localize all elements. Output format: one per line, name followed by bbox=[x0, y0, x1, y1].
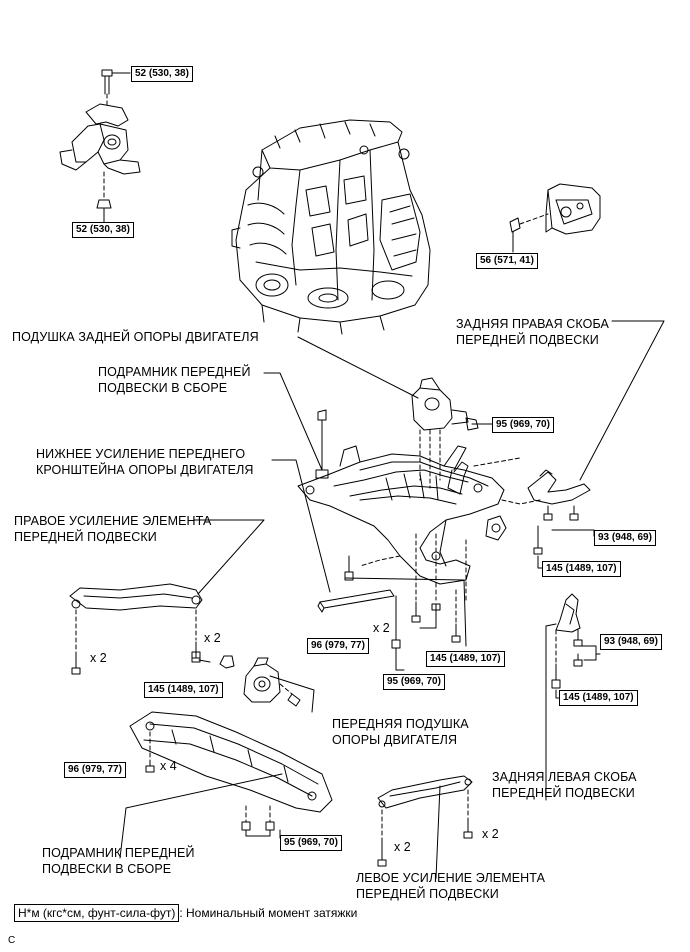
torque-box: 145 (1489, 107) bbox=[426, 651, 505, 667]
lower-subframe-drawing bbox=[129, 711, 333, 831]
quantity-label: x 4 bbox=[160, 759, 177, 773]
label-rear-engine-mount: ПОДУШКА ЗАДНЕЙ ОПОРЫ ДВИГАТЕЛЯ bbox=[12, 330, 259, 344]
label-front-engine-mount: ПЕРЕДНЯЯ ПОДУШКА ОПОРЫ ДВИГАТЕЛЯ bbox=[332, 717, 469, 747]
quantity-label: x 2 bbox=[394, 840, 411, 854]
quantity-label: x 2 bbox=[482, 827, 499, 841]
left-reinforcement-drawing bbox=[377, 775, 473, 867]
engine-assembly-drawing bbox=[231, 119, 431, 335]
rear-left-brace-drawing bbox=[551, 593, 583, 689]
leader-lines bbox=[119, 320, 665, 879]
lower-reinforcement-drawing bbox=[317, 589, 401, 649]
torque-box: 95 (969, 70) bbox=[280, 835, 342, 851]
legend-unit-box: Н*м (кгс*см, фунт-сила-фут) bbox=[14, 904, 180, 922]
label-rear-right-brace: ЗАДНЯЯ ПРАВАЯ СКОБА ПЕРЕДНЕЙ ПОДВЕСКИ bbox=[456, 317, 609, 347]
rear-mount-upper-assembly bbox=[59, 69, 141, 223]
torque-box: 95 (969, 70) bbox=[492, 417, 554, 433]
quantity-label: x 2 bbox=[90, 651, 107, 665]
torque-box: 96 (979, 77) bbox=[64, 762, 126, 778]
torque-box: 95 (969, 70) bbox=[383, 674, 445, 690]
label-left-reinforcement: ЛЕВОЕ УСИЛЕНИЕ ЭЛЕМЕНТА ПЕРЕДНЕЙ ПОДВЕСК… bbox=[356, 871, 546, 901]
subframe-main-drawing bbox=[297, 409, 541, 643]
corner-mark: C bbox=[8, 935, 16, 946]
front-engine-mount-drawing bbox=[191, 649, 301, 707]
rear-right-brace-drawing bbox=[527, 469, 591, 555]
upper-right-bracket-drawing bbox=[509, 183, 601, 253]
torque-box: 96 (979, 77) bbox=[307, 638, 369, 654]
legend-text: : Номинальный момент затяжки bbox=[179, 906, 358, 920]
label-rear-left-brace: ЗАДНЯЯ ЛЕВАЯ СКОБА ПЕРЕДНЕЙ ПОДВЕСКИ bbox=[492, 770, 637, 800]
torque-box: 145 (1489, 107) bbox=[144, 682, 223, 698]
label-subframe-upper: ПОДРАМНИК ПЕРЕДНЕЙ ПОДВЕСКИ В СБОРЕ bbox=[98, 365, 251, 395]
label-lower-reinforcement: НИЖНЕЕ УСИЛЕНИЕ ПЕРЕДНЕГО КРОНШТЕЙНА ОПО… bbox=[36, 447, 254, 477]
torque-box: 93 (948, 69) bbox=[594, 530, 656, 546]
label-right-reinforcement: ПРАВОЕ УСИЛЕНИЕ ЭЛЕМЕНТА ПЕРЕДНЕЙ ПОДВЕС… bbox=[14, 514, 212, 544]
torque-box: 145 (1489, 107) bbox=[559, 690, 638, 706]
torque-box: 56 (571, 41) bbox=[476, 253, 538, 269]
quantity-label: x 2 bbox=[204, 631, 221, 645]
quantity-label: x 2 bbox=[373, 621, 390, 635]
label-subframe-lower: ПОДРАМНИК ПЕРЕДНЕЙ ПОДВЕСКИ В СБОРЕ bbox=[42, 846, 195, 876]
torque-box: 52 (530, 38) bbox=[72, 222, 134, 238]
torque-box: 52 (530, 38) bbox=[131, 66, 193, 82]
torque-box: 145 (1489, 107) bbox=[542, 561, 621, 577]
torque-legend: Н*м (кгс*см, фунт-сила-фут): Номинальный… bbox=[14, 904, 358, 922]
torque-box: 93 (948, 69) bbox=[600, 634, 662, 650]
right-reinforcement-drawing bbox=[69, 583, 203, 675]
